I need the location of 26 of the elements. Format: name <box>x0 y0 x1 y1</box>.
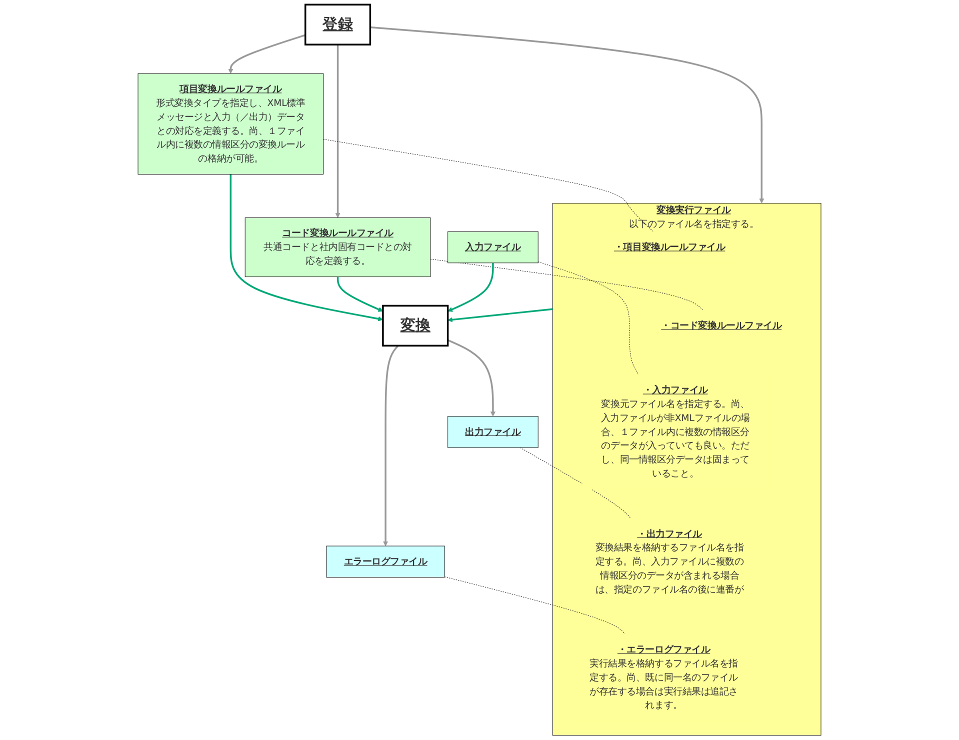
connector <box>430 258 704 310</box>
node-box: 入力ファイル <box>448 231 538 264</box>
connector <box>520 447 631 519</box>
arrow <box>383 345 399 546</box>
node-box: コード変換ルールファイル 共通コードと社内固有コードとの対応を定義する。 <box>244 217 431 278</box>
arrow <box>335 44 340 218</box>
arrow <box>448 262 494 312</box>
arrow <box>228 34 306 74</box>
node-text: ・出力ファイル 変換結果を格納するファイル名を指定する。尚、入力ファイルに複数の情報区分のデータが含まれる場合は、指定のファイル名の後に連番が <box>595 528 744 595</box>
connector <box>323 138 654 232</box>
connector <box>538 262 639 375</box>
arrow <box>336 276 384 312</box>
node-text: ・エラーログファイル 実行結果を格納するファイル名を指定する。尚、既に同一名のファイルが存在する場合は実行結果は追記されます。 <box>590 644 738 710</box>
arrow <box>230 174 384 322</box>
node-box: 登録 <box>304 4 372 46</box>
arrow <box>370 26 764 204</box>
node-box: エラーログファイル <box>326 546 445 578</box>
node-text: ・入力ファイル 変換元ファイル名を指定する。尚、入力ファイルが非XMLファイルの場合、１ファイル内に複数の情報区分のデータが入っていても良い。ただし、同一情報区分データは固まっていること。 <box>600 384 750 479</box>
arrow <box>447 339 496 417</box>
node-box: 変換 <box>382 304 449 347</box>
connector <box>444 576 626 634</box>
node-box: 出力ファイル <box>448 416 538 448</box>
node-text: ・項目変換ルールファイル <box>614 241 726 252</box>
node-box: 項目変換ルールファイル 形式変換タイプを指定し、XML標準メッセージと入力（／出力）データとの対応を定義する。尚、１ファイル内に複数の情報区分の変換ルールの格納が可能。 <box>138 73 324 175</box>
node-text: ・コード変換ルールファイル <box>661 320 782 331</box>
arrow <box>448 308 553 322</box>
